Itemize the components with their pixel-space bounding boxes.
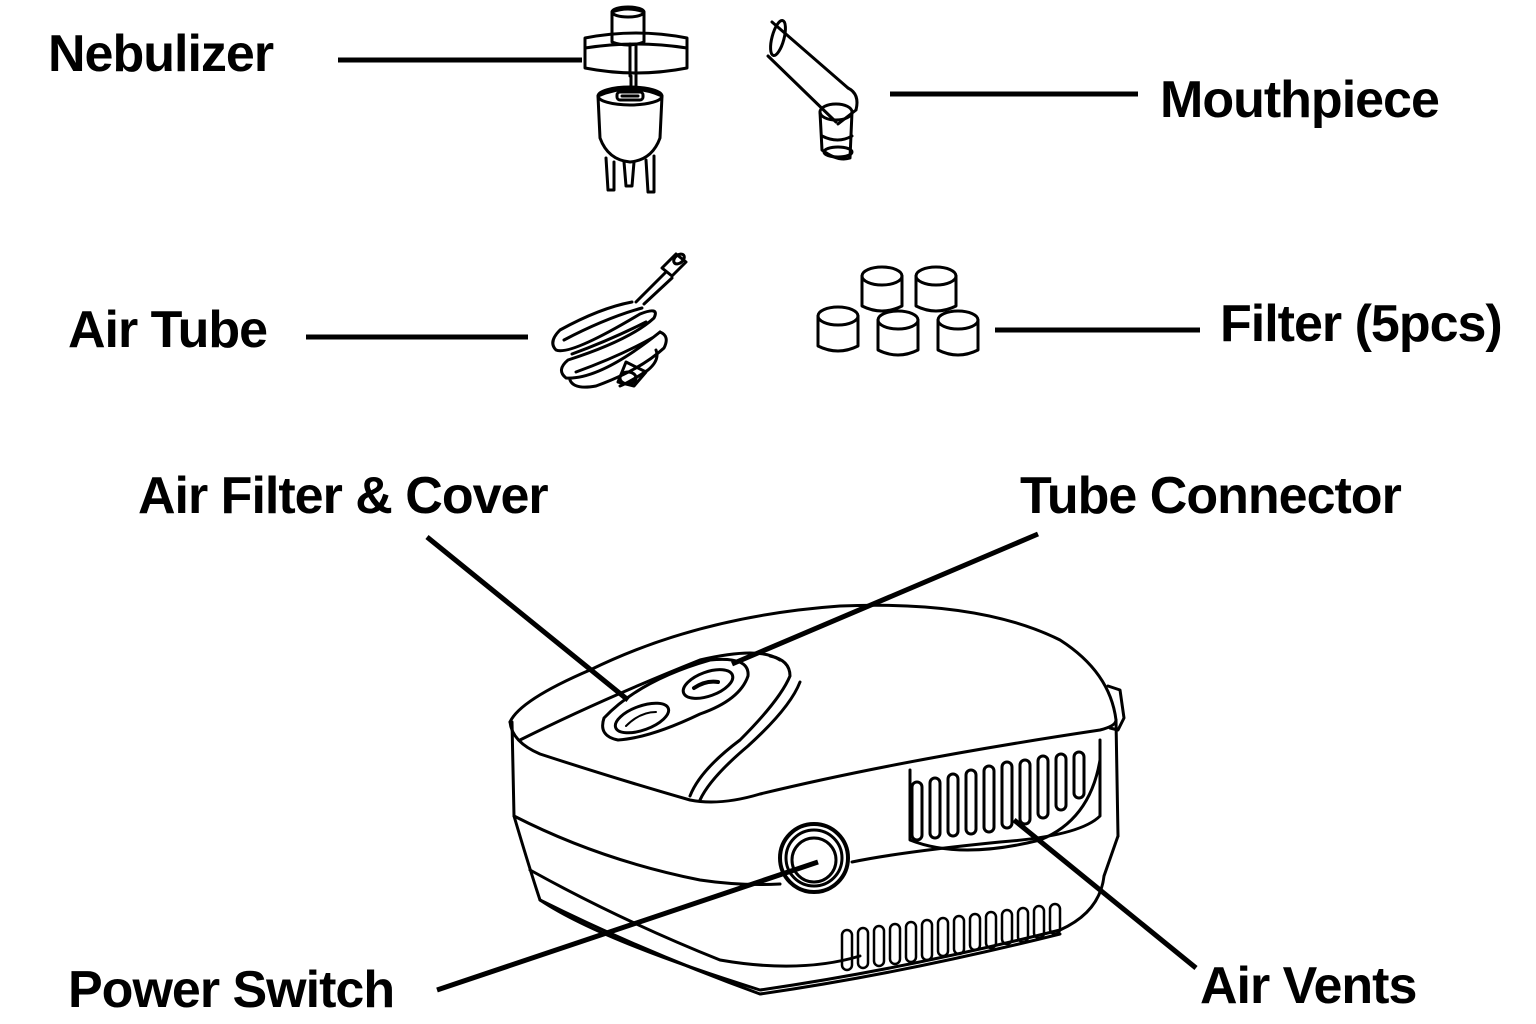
- leader-line-tube-connector: [731, 531, 1039, 667]
- upper-vent-slots: [910, 750, 1086, 842]
- label-filter: Filter (5pcs): [1220, 295, 1503, 353]
- leader-line-air-vents: [1012, 818, 1198, 970]
- label-nebulizer: Nebulizer: [48, 25, 274, 83]
- filter-cylinder: [914, 265, 958, 313]
- label-air-vents: Air Vents: [1200, 957, 1417, 1015]
- nebulizer-illustration: [583, 5, 689, 194]
- filter-cylinder: [876, 309, 920, 357]
- air-tube-illustration: [551, 252, 688, 389]
- mouthpiece-illustration: [766, 19, 859, 161]
- filter-cylinder: [860, 265, 904, 313]
- power-switch-drawing: [778, 822, 850, 894]
- label-air-filter-cover: Air Filter & Cover: [138, 467, 549, 525]
- leader-line-power-switch: [436, 859, 819, 993]
- label-tube-connector: Tube Connector: [1020, 467, 1402, 525]
- label-air-tube: Air Tube: [68, 301, 268, 359]
- filter-cylinder: [936, 309, 980, 357]
- label-power-switch: Power Switch: [68, 961, 395, 1019]
- lower-vent-slots: [840, 902, 1062, 972]
- label-mouthpiece: Mouthpiece: [1160, 71, 1440, 129]
- leader-line-air-filter-cover: [425, 535, 630, 702]
- filters-illustration: [816, 265, 980, 357]
- filter-cylinder: [816, 305, 860, 353]
